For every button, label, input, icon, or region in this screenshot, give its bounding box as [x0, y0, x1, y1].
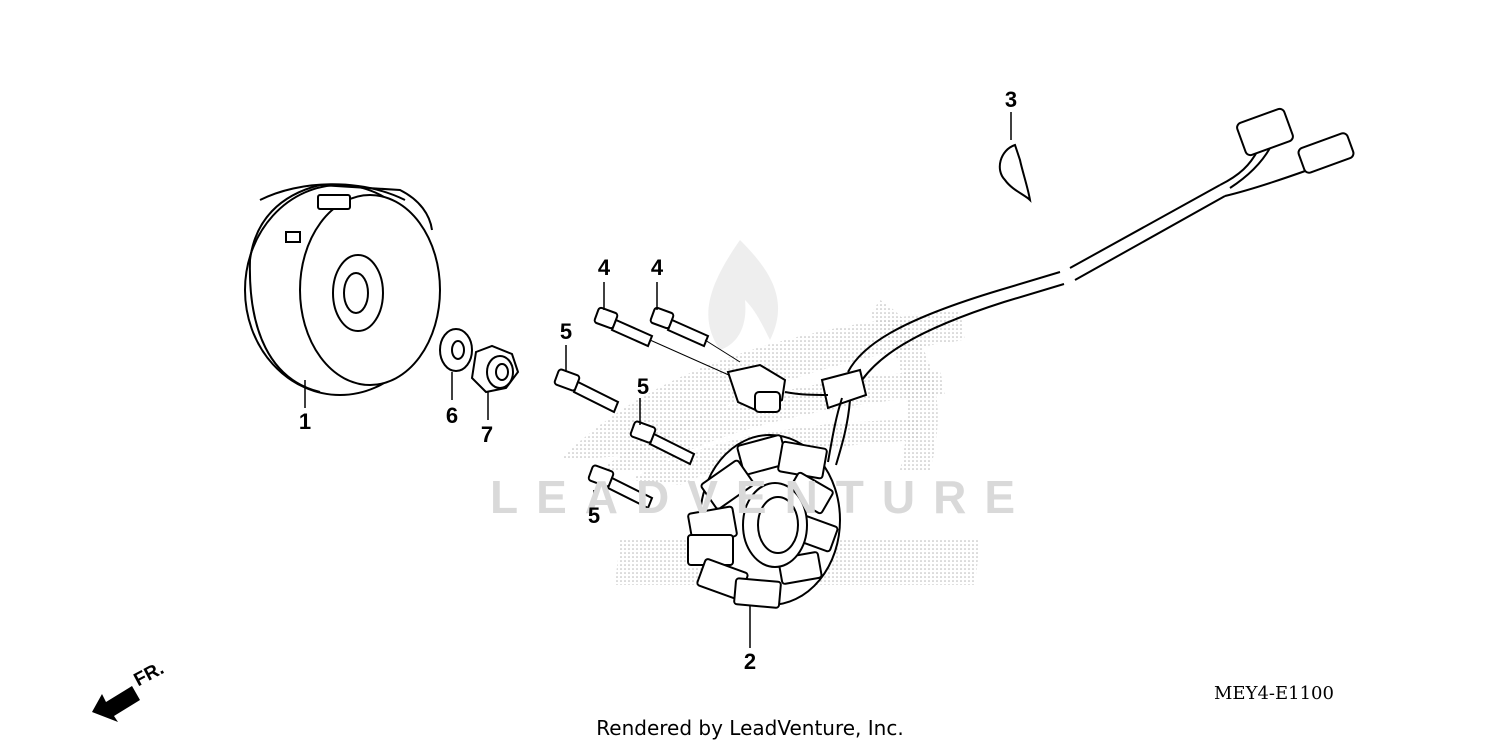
diagram-code: MEY4-E1100: [1214, 683, 1334, 704]
bolt-part-5b: [629, 420, 696, 466]
pulser-coil-part: [726, 363, 787, 414]
flange-nut-part: [470, 344, 520, 394]
callout-6: 6: [445, 403, 459, 428]
callout-4b: 4: [650, 255, 664, 280]
callout-7: 7: [480, 422, 494, 447]
bolt-part-4b: [649, 306, 710, 348]
flywheel-part: [244, 183, 441, 396]
callout-3: 3: [1004, 87, 1018, 112]
callout-5c: 5: [587, 503, 601, 528]
callout-1: 1: [298, 409, 312, 434]
callout-2: 2: [743, 649, 757, 674]
front-direction-arrow-icon: [92, 686, 140, 722]
leader-line: [649, 339, 741, 381]
leader-line: [704, 339, 741, 363]
bolt-part-5c: [587, 464, 654, 510]
stator-part: [687, 434, 841, 609]
callout-4a: 4: [597, 255, 611, 280]
callout-5b: 5: [636, 374, 650, 399]
brand-watermark-text: LEADVENTURE: [490, 471, 1034, 523]
callout-5a: 5: [559, 319, 573, 344]
bolt-part-5a: [553, 368, 620, 414]
grommet-part: [820, 368, 868, 410]
wire-harness-part: [784, 107, 1355, 466]
washer-part: [439, 328, 473, 372]
footer-credit: Rendered by LeadVenture, Inc.: [596, 716, 904, 740]
flame-logo-watermark: [708, 240, 779, 350]
harness-clip-part: [998, 143, 1032, 203]
bolt-part-4a: [593, 306, 654, 348]
